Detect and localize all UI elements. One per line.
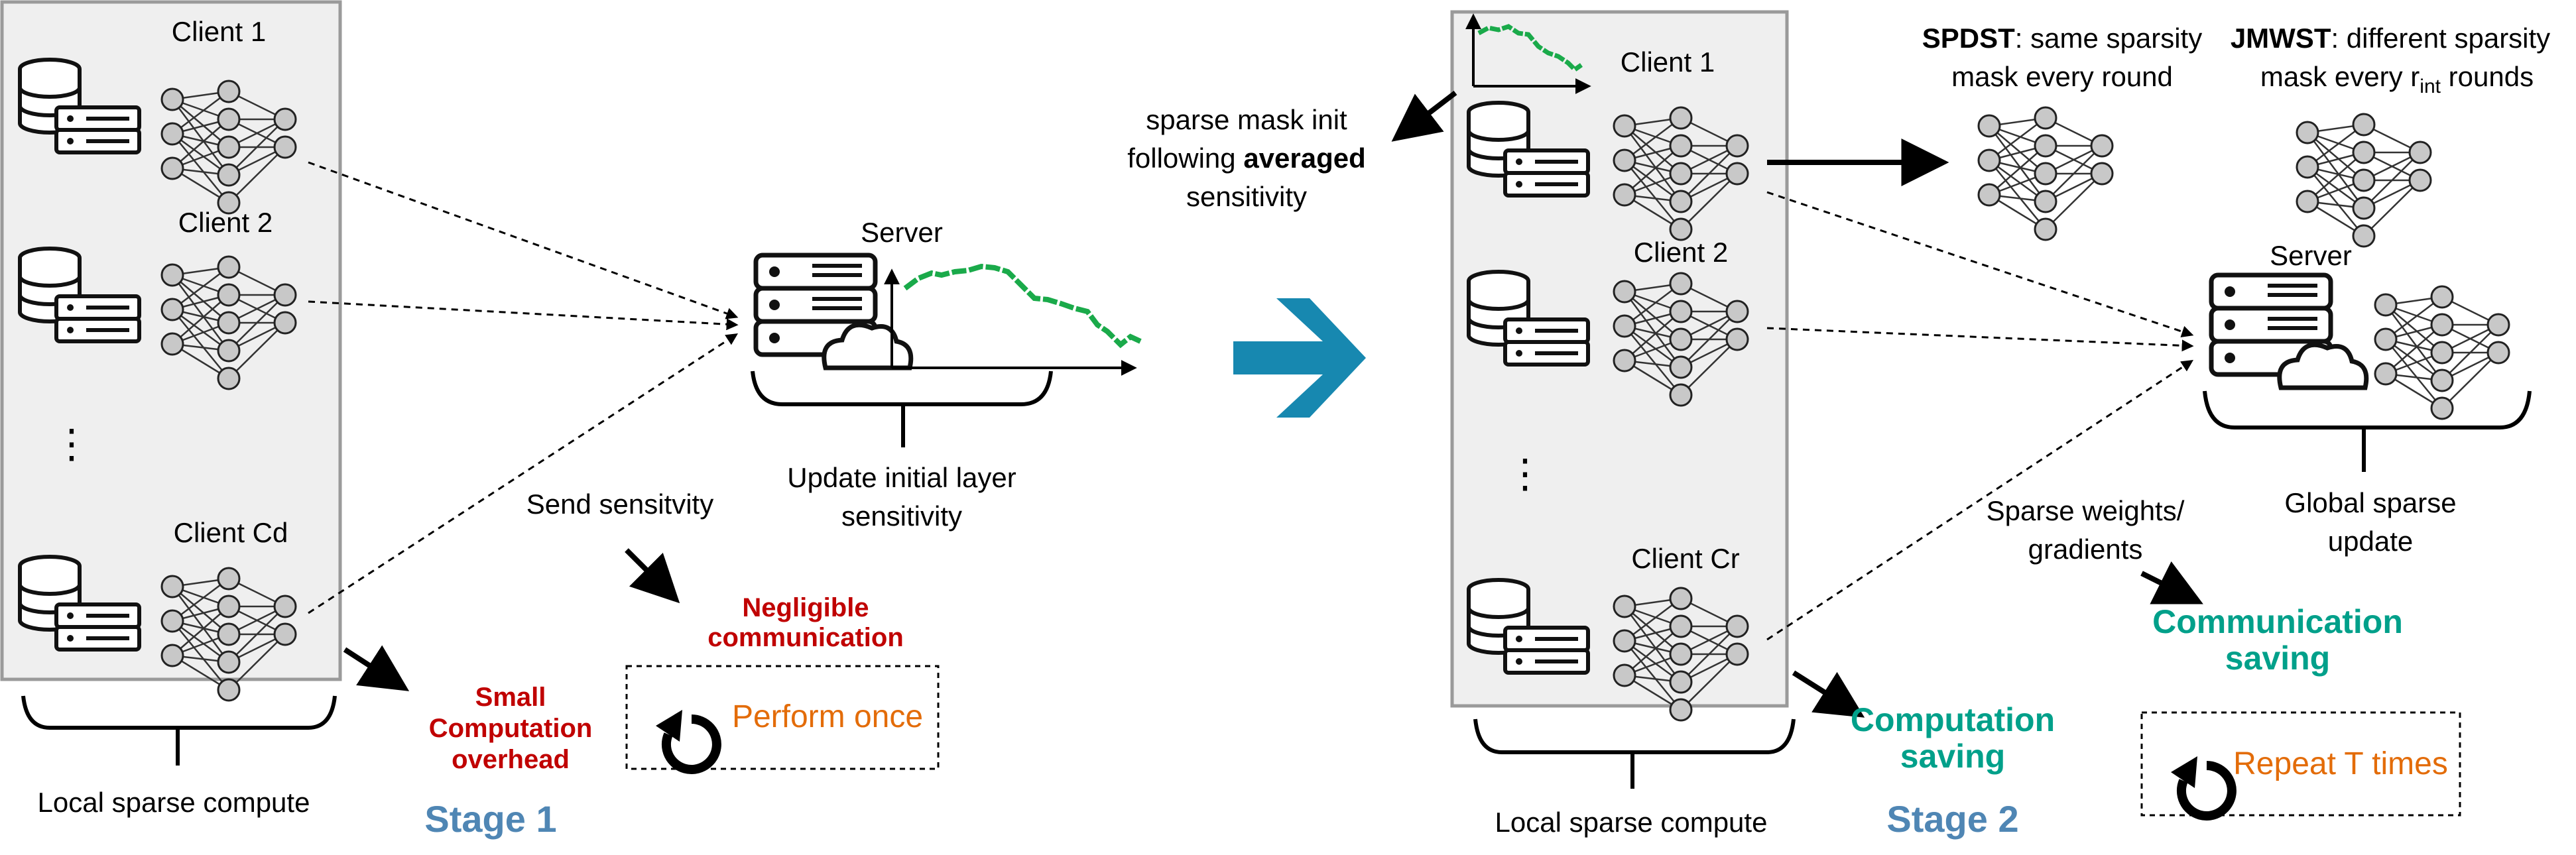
small-line1: Small — [475, 683, 546, 712]
server-cloud-icon — [756, 255, 911, 368]
send-sensitivity-arrow — [625, 548, 680, 604]
jmwst-line1: JMWST: different sparsity — [2231, 23, 2550, 54]
mask-init-line1: sparse mask init — [1146, 104, 1347, 135]
small-overhead-arrow — [343, 645, 410, 691]
negligible-line1: Negligible — [742, 593, 869, 622]
transition-arrow — [1233, 298, 1366, 418]
sparse-weights-line2: gradients — [2028, 534, 2143, 565]
update-sensitivity-line2: sensitivity — [841, 500, 962, 532]
stage2-server-brace — [2203, 390, 2532, 472]
stage1-local-compute-label: Local sparse compute — [38, 787, 310, 818]
stage2-client-2-label: Client 2 — [1634, 237, 1728, 268]
computation-saving-arrow — [1792, 670, 1865, 718]
upload-arrow-clientcr — [1766, 360, 2194, 641]
negligible-line2: communication — [707, 623, 904, 652]
global-update-line2: update — [2328, 526, 2413, 557]
sensitivity-curve — [903, 263, 1142, 349]
mask-init-line2: following averaged — [1127, 142, 1366, 174]
stage2-brace — [1473, 718, 1796, 789]
send-arrow-client2 — [308, 300, 739, 331]
stage1-ellipsis: ⋮ — [52, 422, 92, 466]
stage2-ellipsis: ⋮ — [1505, 451, 1545, 496]
stage1-brace — [21, 695, 337, 766]
spdst-line1: SPDST: same sparsity — [1922, 23, 2202, 54]
stage2-client-cr-label: Client Cr — [1631, 543, 1739, 574]
neural-network-icon — [2374, 285, 2510, 420]
sparse-weights-arrow — [2140, 561, 2203, 604]
communication-saving-line2: saving — [2225, 640, 2330, 677]
upload-arrow-client2 — [1766, 327, 2194, 352]
stage2-server-label: Server — [2270, 240, 2352, 271]
stage1-client-1-label: Client 1 — [172, 16, 266, 47]
global-update-line1: Global sparse — [2284, 487, 2456, 518]
neural-network-icon — [2296, 113, 2432, 248]
mini-sensitivity-curve — [1477, 24, 1583, 73]
stage1-client-2-label: Client 2 — [178, 207, 273, 238]
send-sensitivity-label: Send sensitvity — [526, 488, 713, 520]
update-sensitivity-line1: Update initial layer — [787, 462, 1016, 493]
stage1-client-cd-label: Client Cd — [174, 517, 288, 548]
upload-arrow-client1 — [1766, 191, 2194, 337]
server-cloud-icon — [2211, 275, 2366, 388]
small-line2: Computation — [429, 714, 593, 743]
spdst-line2: mask every round — [1951, 61, 2173, 92]
neural-network-icon — [1977, 106, 2114, 241]
stage2-client-1-label: Client 1 — [1621, 46, 1715, 78]
send-arrow-clientcd — [308, 333, 739, 614]
sparse-weights-line1: Sparse weights/ — [1987, 495, 2185, 526]
small-line3: overhead — [452, 745, 570, 774]
mask-init-arrow — [1391, 90, 1457, 142]
stage2-local-compute-label: Local sparse compute — [1495, 807, 1768, 838]
computation-saving-line2: saving — [1900, 738, 2005, 775]
mask-init-line3: sensitivity — [1186, 181, 1307, 212]
computation-saving-line1: Computation — [1851, 701, 2055, 738]
communication-saving-line1: Communication — [2152, 603, 2403, 640]
jmwst-line2: mask every rint rounds — [2260, 61, 2534, 97]
stage1-label: Stage 1 — [424, 798, 556, 840]
perform-once-label: Perform once — [732, 699, 923, 734]
stage1-server-brace — [751, 370, 1053, 447]
send-arrow-client1 — [308, 161, 739, 319]
stage1-server-label: Server — [861, 217, 943, 248]
repeat-label: Repeat T times — [2233, 746, 2448, 781]
stage2-label: Stage 2 — [1886, 798, 2018, 840]
